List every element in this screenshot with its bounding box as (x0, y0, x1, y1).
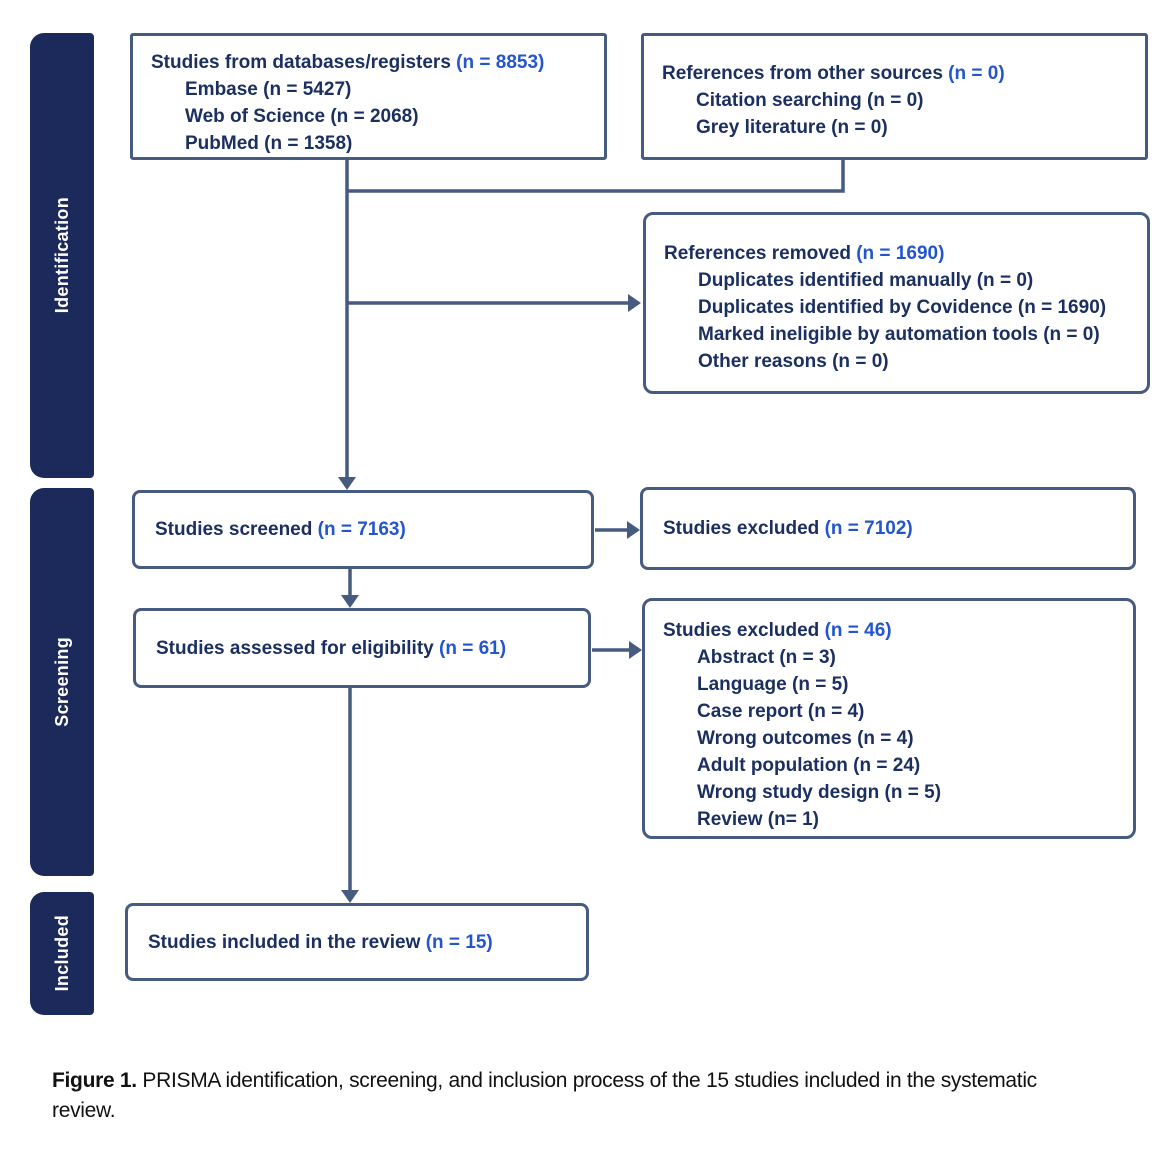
box-items: Duplicates identified manually (n = 0) D… (664, 267, 1139, 375)
box-item: Grey literature (n = 0) (696, 117, 888, 138)
box-item: Wrong outcomes (n = 4) (697, 728, 914, 749)
box-item: Duplicates identified manually (n = 0) (698, 270, 1034, 291)
count-value: (n = 7102) (824, 518, 913, 539)
box-title: Studies included in the review (n = 15) (148, 931, 493, 953)
arrowhead-into-removed (628, 294, 641, 312)
box-item: PubMed (n = 1358) (185, 133, 353, 154)
stage-band-screening: Screening (30, 488, 94, 876)
box-items: Abstract (n = 3) Language (n = 5) Case r… (663, 644, 1125, 833)
box-item: Language (n = 5) (697, 674, 849, 695)
box-studies-assessed: Studies assessed for eligibility (n = 61… (133, 608, 591, 688)
arrowhead-into-screened (338, 477, 356, 490)
count-value: (n = 15) (425, 931, 493, 953)
count-value: (n = 8853) (456, 52, 545, 73)
box-item: Embase (n = 5427) (185, 79, 352, 100)
box-title: Studies screened (n = 7163) (155, 519, 406, 540)
count-value: (n = 7163) (317, 519, 406, 540)
box-title: Studies excluded (n = 7102) (663, 518, 913, 539)
box-items: Citation searching (n = 0) Grey literatu… (662, 87, 1137, 141)
box-item: Web of Science (n = 2068) (185, 106, 419, 127)
box-studies-excluded-eligibility: Studies excluded (n = 46) Abstract (n = … (642, 598, 1136, 839)
box-item: Review (n= 1) (697, 809, 819, 830)
figure-caption: Figure 1. PRISMA identification, screeni… (52, 1066, 1082, 1126)
box-other-sources: References from other sources (n = 0) Ci… (641, 33, 1148, 160)
figure-caption-label: Figure 1. (52, 1069, 137, 1092)
figure-caption-text: PRISMA identification, screening, and in… (52, 1069, 1037, 1122)
box-databases-registers: Studies from databases/registers (n = 88… (130, 33, 607, 160)
box-item: Duplicates identified by Covidence (n = … (698, 297, 1107, 318)
count-value: (n = 61) (439, 637, 507, 659)
box-studies-included: Studies included in the review (n = 15) (125, 903, 589, 981)
box-references-removed: References removed (n = 1690) Duplicates… (643, 212, 1150, 394)
box-studies-excluded-screening: Studies excluded (n = 7102) (640, 487, 1136, 570)
box-items: Embase (n = 5427) Web of Science (n = 20… (151, 76, 596, 157)
stage-band-included: Included (30, 892, 94, 1015)
box-item: Citation searching (n = 0) (696, 90, 924, 111)
arrowheads (338, 294, 642, 903)
box-item: Marked ineligible by automation tools (n… (698, 324, 1100, 345)
stage-band-identification: Identification (30, 33, 94, 478)
arrowhead-into-assessed (341, 595, 359, 608)
count-value: (n = 1690) (856, 243, 945, 264)
box-studies-screened: Studies screened (n = 7163) (132, 490, 594, 569)
box-title: Studies from databases/registers (n = 88… (151, 52, 545, 73)
box-title: References removed (n = 1690) (664, 243, 945, 264)
count-value: (n = 46) (824, 620, 892, 641)
box-item: Wrong study design (n = 5) (697, 782, 942, 803)
line-other-sources-merge (347, 159, 845, 193)
box-item: Case report (n = 4) (697, 701, 865, 722)
arrowhead-into-included (341, 890, 359, 903)
stage-label-included: Included (51, 915, 72, 992)
arrowhead-into-excluded-eligibility (629, 641, 642, 659)
count-value: (n = 0) (948, 63, 1005, 84)
arrowhead-into-excluded-screen (627, 521, 640, 539)
stage-label-identification: Identification (51, 197, 72, 314)
box-title: Studies excluded (n = 46) (663, 620, 892, 641)
box-title: References from other sources (n = 0) (662, 63, 1005, 84)
stage-label-screening: Screening (51, 637, 72, 727)
box-item: Abstract (n = 3) (697, 647, 836, 668)
box-title: Studies assessed for eligibility (n = 61… (156, 637, 507, 659)
box-item: Other reasons (n = 0) (698, 351, 889, 372)
box-item: Adult population (n = 24) (697, 755, 921, 776)
